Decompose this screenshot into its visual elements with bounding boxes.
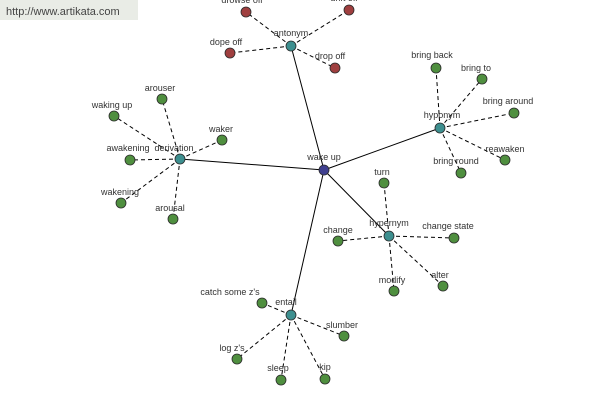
node-relation-antonym[interactable]	[285, 40, 297, 52]
label-center: wake up	[306, 152, 341, 162]
label-bring-back: bring back	[411, 50, 453, 60]
node-relation-entail[interactable]	[285, 309, 297, 321]
edge-derivation-wakening	[120, 158, 181, 204]
label-waker: waker	[208, 124, 233, 134]
node-slumber[interactable]	[338, 330, 350, 342]
source-link[interactable]: http://www.artikata.com	[0, 0, 138, 20]
node-relation-hypernym[interactable]	[383, 230, 395, 242]
edge-hyponym-bring-back	[435, 67, 441, 129]
node-log-z-s[interactable]	[231, 353, 243, 365]
label-drift-off: drift off	[330, 0, 358, 3]
node-alter[interactable]	[437, 280, 449, 292]
edge-hyponym-reawaken	[439, 127, 506, 161]
node-arousal[interactable]	[167, 213, 179, 225]
edge-center-derivation	[179, 158, 325, 171]
node-drift-off[interactable]	[343, 4, 355, 16]
edge-center-hypernym	[323, 169, 390, 237]
label-kip: kip	[319, 362, 331, 372]
label-log-z-s: log z's	[219, 343, 245, 353]
node-sleep[interactable]	[275, 374, 287, 386]
node-drowse-off[interactable]	[240, 6, 252, 18]
node-bring-around[interactable]	[508, 107, 520, 119]
edge-derivation-waker	[179, 139, 223, 160]
edge-hypernym-alter	[388, 235, 444, 287]
node-reawaken[interactable]	[499, 154, 511, 166]
node-drop-off[interactable]	[329, 62, 341, 74]
edge-hypernym-change	[337, 235, 390, 242]
label-waking-up: waking up	[91, 100, 133, 110]
node-waker[interactable]	[216, 134, 228, 146]
label-relation-hyponym: hyponym	[424, 110, 461, 120]
edge-derivation-arouser	[161, 98, 181, 160]
node-relation-hyponym[interactable]	[434, 122, 446, 134]
node-arouser[interactable]	[156, 93, 168, 105]
edge-center-entail	[290, 169, 325, 316]
node-waking-up[interactable]	[108, 110, 120, 122]
source-link-text[interactable]: http://www.artikata.com	[6, 6, 120, 18]
node-change-state[interactable]	[448, 232, 460, 244]
label-relation-antonym: antonym	[274, 28, 309, 38]
edge-antonym-drop-off	[290, 45, 336, 69]
node-dope-off[interactable]	[224, 47, 236, 59]
label-reawaken: reawaken	[485, 144, 524, 154]
node-awakening[interactable]	[124, 154, 136, 166]
label-change-state: change state	[422, 221, 474, 231]
label-dope-off: dope off	[210, 37, 243, 47]
node-kip[interactable]	[319, 373, 331, 385]
label-relation-entail: entail	[275, 297, 297, 307]
label-catch-some-z-s: catch some z's	[200, 287, 260, 297]
edge-hyponym-bring-round	[439, 127, 462, 174]
label-arousal: arousal	[155, 203, 185, 213]
label-sleep: sleep	[267, 363, 289, 373]
edge-derivation-awakening	[129, 158, 181, 161]
node-wakening[interactable]	[115, 197, 127, 209]
label-slumber: slumber	[326, 320, 358, 330]
label-bring-to: bring to	[461, 63, 491, 73]
label-turn: turn	[374, 167, 390, 177]
edge-derivation-arousal	[172, 158, 181, 220]
node-bring-round[interactable]	[455, 167, 467, 179]
edge-antonym-drowse-off	[245, 11, 292, 47]
node-relation-derivation[interactable]	[174, 153, 186, 165]
label-relation-hypernym: hypernym	[369, 218, 409, 228]
node-center[interactable]	[318, 164, 330, 176]
node-change[interactable]	[332, 235, 344, 247]
label-change: change	[323, 225, 353, 235]
label-drowse-off: drowse off	[221, 0, 263, 5]
label-alter: alter	[431, 270, 449, 280]
node-bring-back[interactable]	[430, 62, 442, 74]
edge-entail-sleep	[280, 314, 292, 381]
node-turn[interactable]	[378, 177, 390, 189]
edge-entail-kip	[290, 314, 326, 380]
label-arouser: arouser	[145, 83, 176, 93]
edge-entail-log-z-s	[236, 314, 292, 360]
label-awakening: awakening	[106, 143, 149, 153]
node-catch-some-z-s[interactable]	[256, 297, 268, 309]
label-modify: modify	[379, 275, 406, 285]
label-wakening: wakening	[100, 187, 139, 197]
label-relation-derivation: derivation	[154, 143, 193, 153]
edge-hyponym-bring-around	[439, 112, 515, 129]
edge-center-hyponym	[323, 127, 441, 171]
label-drop-off: drop off	[315, 51, 346, 61]
label-bring-around: bring around	[483, 96, 534, 106]
edge-hypernym-change-state	[388, 235, 455, 239]
edge-antonym-dope-off	[229, 45, 292, 54]
edge-center-antonym	[290, 45, 325, 171]
edge-entail-slumber	[290, 314, 345, 337]
node-modify[interactable]	[388, 285, 400, 297]
edge-hypernym-turn	[383, 182, 390, 237]
node-bring-to[interactable]	[476, 73, 488, 85]
edge-derivation-waking-up	[113, 115, 181, 160]
edge-hyponym-bring-to	[439, 78, 483, 129]
edge-hypernym-modify	[388, 235, 395, 292]
edge-antonym-drift-off	[290, 9, 350, 47]
edge-entail-catch-some-z-s	[261, 302, 292, 316]
label-bring-round: bring round	[433, 156, 479, 166]
